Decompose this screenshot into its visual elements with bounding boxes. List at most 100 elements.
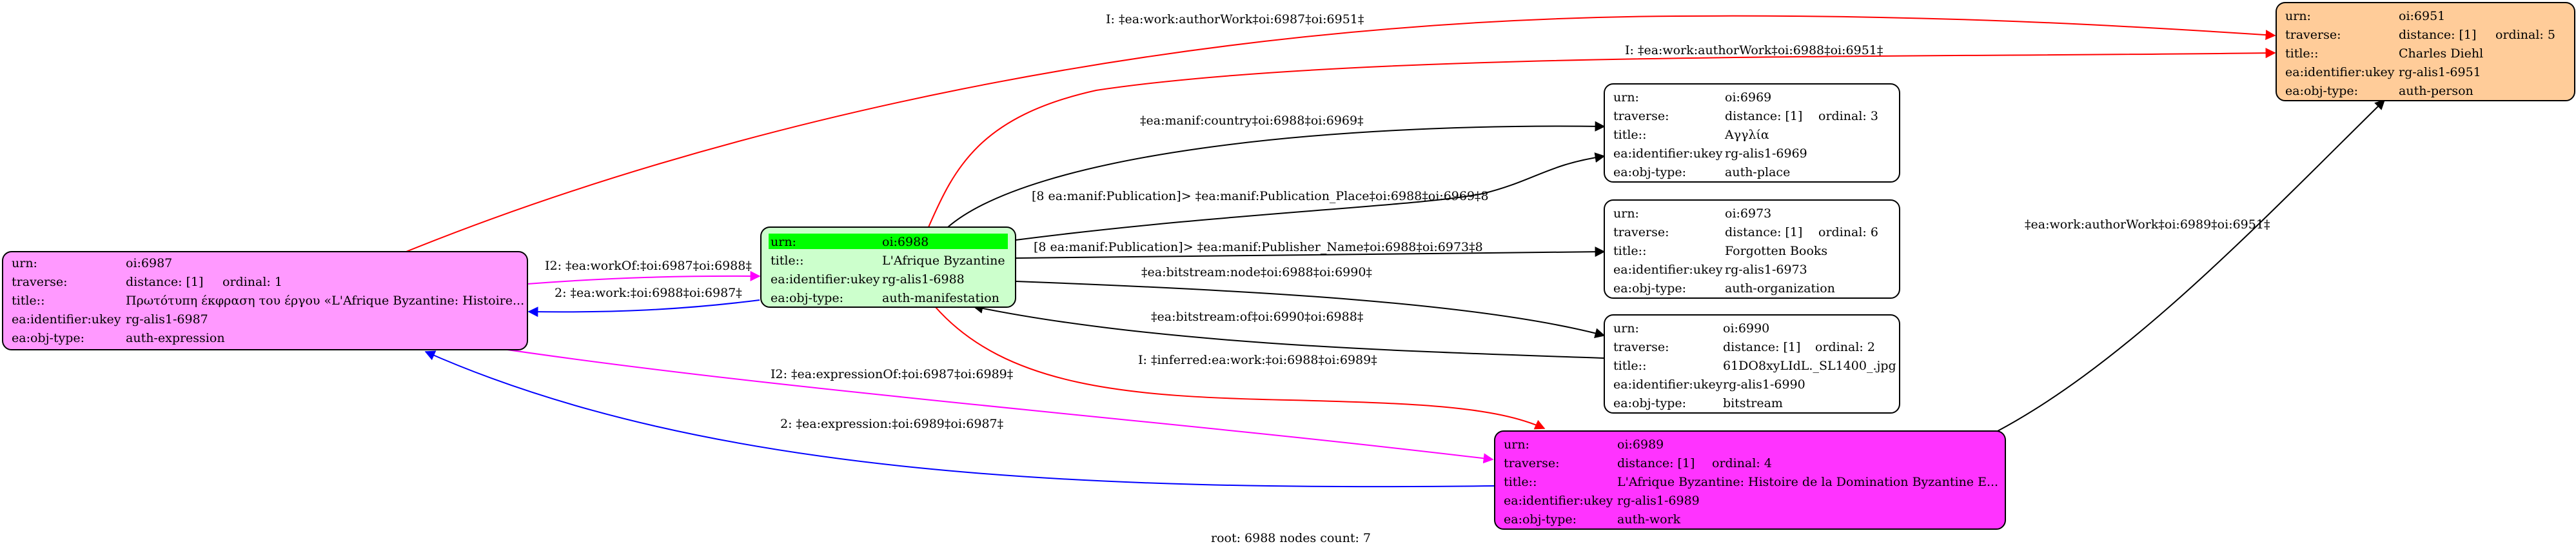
edge-label-publication-place-6988-6969: [8 ea:manif:Publication]> ‡ea:manif:Publ… bbox=[1032, 189, 1489, 203]
edge-label-work-6988-6987: 2: ‡ea:work:‡oi:6988‡oi:6987‡ bbox=[555, 286, 742, 300]
edge-work-of-6987-6988 bbox=[527, 270, 761, 285]
node-6988-value-title: L'Afrique Byzantine bbox=[882, 254, 1005, 268]
node-6989-work[interactable]: urn: oi:6989 traverse: distance: [1] ord… bbox=[1494, 430, 2006, 530]
node-6951-field-urn: urn: bbox=[2285, 9, 2311, 23]
node-6988-value-urn: oi:6988 bbox=[882, 235, 929, 249]
node-6951-value-obj-type: auth-person bbox=[2399, 84, 2473, 98]
node-6989-field-ukey: ea:identifier:ukey bbox=[1504, 494, 1613, 508]
node-6987-value-urn: oi:6987 bbox=[126, 256, 172, 270]
node-6989-value-obj-type: auth-work bbox=[1617, 512, 1681, 527]
edges-layer bbox=[406, 15, 2386, 488]
node-6973-value-urn: oi:6973 bbox=[1725, 206, 1771, 221]
edge-bitstream-node-6988-6990 bbox=[1015, 281, 1606, 339]
node-6969-field-traverse: traverse: bbox=[1613, 109, 1669, 123]
node-6973-organization[interactable]: urn: oi:6973 traverse: distance: [1] ord… bbox=[1604, 199, 1900, 299]
edge-author-work-6989-6951 bbox=[1997, 99, 2386, 432]
node-6969-value-distance: distance: [1] bbox=[1725, 109, 1802, 123]
node-6973-field-urn: urn: bbox=[1613, 206, 1639, 221]
node-6990-bitstream[interactable]: urn: oi:6990 traverse: distance: [1] ord… bbox=[1604, 314, 1900, 414]
node-6973-value-distance: distance: [1] bbox=[1725, 225, 1802, 239]
node-6988-value-obj-type: auth-manifestation bbox=[882, 291, 999, 305]
node-6990-value-ordinal: ordinal: 2 bbox=[1815, 340, 1875, 354]
node-6990-value-obj-type: bitstream bbox=[1723, 396, 1783, 410]
edge-work-6988-6987 bbox=[527, 299, 760, 317]
edge-author-work-6988-6951 bbox=[928, 48, 2276, 228]
node-6990-field-traverse: traverse: bbox=[1613, 340, 1669, 354]
edge-publication-place-6988-6969 bbox=[1015, 152, 1606, 241]
node-6969-value-title: Αγγλία bbox=[1724, 128, 1769, 142]
node-6951-field-title: title:: bbox=[2285, 46, 2318, 61]
node-6973-field-traverse: traverse: bbox=[1613, 225, 1669, 239]
node-6988-field-urn: urn: bbox=[771, 235, 796, 249]
node-6990-field-ukey: ea:identifier:ukey bbox=[1613, 377, 1723, 392]
node-6990-value-urn: oi:6990 bbox=[1723, 321, 1769, 336]
node-6987-expression[interactable]: urn: oi:6987 traverse: distance: [1] ord… bbox=[2, 251, 528, 350]
edge-label-inferred-work-6988-6989: I: ‡inferred:ea:work:‡oi:6988‡oi:6989‡ bbox=[1138, 353, 1377, 367]
edge-bitstream-of-6990-6988 bbox=[972, 303, 1605, 359]
edge-author-work-6987-6951 bbox=[406, 15, 2276, 252]
edge-label-author-work-6989-6951: ‡ea:work:authorWork‡oi:6989‡oi:6951‡ bbox=[2025, 217, 2270, 232]
node-6990-value-ukey: rg-alis1-6990 bbox=[1723, 377, 1805, 392]
node-6989-value-distance: distance: [1] bbox=[1617, 456, 1695, 470]
node-6988-field-title: title:: bbox=[771, 254, 803, 268]
node-6987-field-traverse: traverse: bbox=[12, 275, 68, 289]
node-6987-field-obj-type: ea:obj-type: bbox=[12, 331, 84, 345]
node-6987-value-title: Πρωτότυπη έκφραση του έργου «L'Afrique B… bbox=[126, 294, 524, 308]
node-6989-field-urn: urn: bbox=[1504, 437, 1529, 452]
edge-country-6988-6969 bbox=[947, 121, 1606, 228]
edge-label-expression-of-6987-6989: I2: ‡ea:expressionOf:‡oi:6987‡oi:6989‡ bbox=[771, 367, 1013, 381]
node-6951-field-ukey: ea:identifier:ukey bbox=[2285, 65, 2395, 79]
node-6989-field-obj-type: ea:obj-type: bbox=[1504, 512, 1577, 527]
edge-label-author-work-6987-6951: I: ‡ea:work:authorWork‡oi:6987‡oi:6951‡ bbox=[1106, 12, 1364, 26]
edge-inferred-work-6988-6989 bbox=[934, 306, 1546, 430]
node-6990-field-title: title:: bbox=[1613, 359, 1646, 373]
graph-footer: root: 6988 nodes count: 7 bbox=[1211, 531, 1371, 545]
node-6988-header-highlight bbox=[769, 234, 1008, 249]
node-6973-value-ordinal: ordinal: 6 bbox=[1818, 225, 1878, 239]
node-6987-value-distance: distance: [1] bbox=[126, 275, 203, 289]
node-6969-place[interactable]: urn: oi:6969 traverse: distance: [1] ord… bbox=[1604, 83, 1900, 183]
node-6987-field-ukey: ea:identifier:ukey bbox=[12, 312, 121, 327]
node-6951-person[interactable]: urn: oi:6951 traverse: distance: [1] ord… bbox=[2276, 2, 2575, 101]
node-6990-value-title: 61DO8xyLIdL._SL1400_.jpg bbox=[1723, 359, 1896, 373]
node-6969-field-ukey: ea:identifier:ukey bbox=[1613, 146, 1723, 161]
node-6988-field-ukey: ea:identifier:ukey bbox=[771, 272, 880, 287]
node-6973-field-title: title:: bbox=[1613, 244, 1646, 258]
node-6973-value-title: Forgotten Books bbox=[1725, 244, 1827, 258]
node-6969-value-urn: oi:6969 bbox=[1725, 90, 1771, 105]
node-6969-value-ordinal: ordinal: 3 bbox=[1818, 109, 1878, 123]
edge-labels-layer: I: ‡ea:work:authorWork‡oi:6987‡oi:6951‡ … bbox=[545, 12, 2270, 431]
node-6973-value-ukey: rg-alis1-6973 bbox=[1725, 263, 1807, 277]
node-6988-field-obj-type: ea:obj-type: bbox=[771, 291, 843, 305]
node-6951-value-ukey: rg-alis1-6951 bbox=[2399, 65, 2481, 79]
node-6987-value-ordinal: ordinal: 1 bbox=[222, 275, 282, 289]
node-6989-value-urn: oi:6989 bbox=[1617, 437, 1664, 452]
node-6951-field-obj-type: ea:obj-type: bbox=[2285, 84, 2358, 98]
node-6969-field-urn: urn: bbox=[1613, 90, 1639, 105]
node-6969-value-ukey: rg-alis1-6969 bbox=[1725, 146, 1807, 161]
node-6973-value-obj-type: auth-organization bbox=[1725, 281, 1835, 296]
edge-label-country-6988-6969: ‡ea:manif:country‡oi:6988‡oi:6969‡ bbox=[1140, 114, 1364, 128]
node-6988-manifestation[interactable]: urn: oi:6988 title:: L'Afrique Byzantine… bbox=[760, 226, 1016, 308]
node-6988-value-ukey: rg-alis1-6988 bbox=[882, 272, 965, 287]
node-6987-field-title: title:: bbox=[12, 294, 44, 308]
edge-label-work-of-6987-6988: I2: ‡ea:workOf:‡oi:6987‡oi:6988‡ bbox=[545, 259, 752, 273]
node-6989-value-ukey: rg-alis1-6989 bbox=[1617, 494, 1700, 508]
node-6989-value-ordinal: ordinal: 4 bbox=[1712, 456, 1772, 470]
edge-label-expression-6989-6987: 2: ‡ea:expression:‡oi:6989‡oi:6987‡ bbox=[780, 417, 1003, 431]
node-6987-field-urn: urn: bbox=[12, 256, 37, 270]
edge-label-publisher-6988-6973: [8 ea:manif:Publication]> ‡ea:manif:Publ… bbox=[1034, 240, 1483, 254]
node-6969-value-obj-type: auth-place bbox=[1725, 165, 1790, 179]
node-6990-value-distance: distance: [1] bbox=[1723, 340, 1800, 354]
node-6989-field-traverse: traverse: bbox=[1504, 456, 1560, 470]
node-6969-field-title: title:: bbox=[1613, 128, 1646, 142]
node-6987-value-ukey: rg-alis1-6987 bbox=[126, 312, 208, 327]
edge-publisher-6988-6973 bbox=[1015, 246, 1606, 259]
node-6951-value-ordinal: ordinal: 5 bbox=[2495, 28, 2555, 42]
node-6987-value-obj-type: auth-expression bbox=[126, 331, 225, 345]
node-6969-field-obj-type: ea:obj-type: bbox=[1613, 165, 1686, 179]
node-6973-field-ukey: ea:identifier:ukey bbox=[1613, 263, 1723, 277]
edge-label-author-work-6988-6951: I: ‡ea:work:authorWork‡oi:6988‡oi:6951‡ bbox=[1625, 43, 1883, 57]
edge-expression-of-6987-6989 bbox=[477, 345, 1494, 464]
